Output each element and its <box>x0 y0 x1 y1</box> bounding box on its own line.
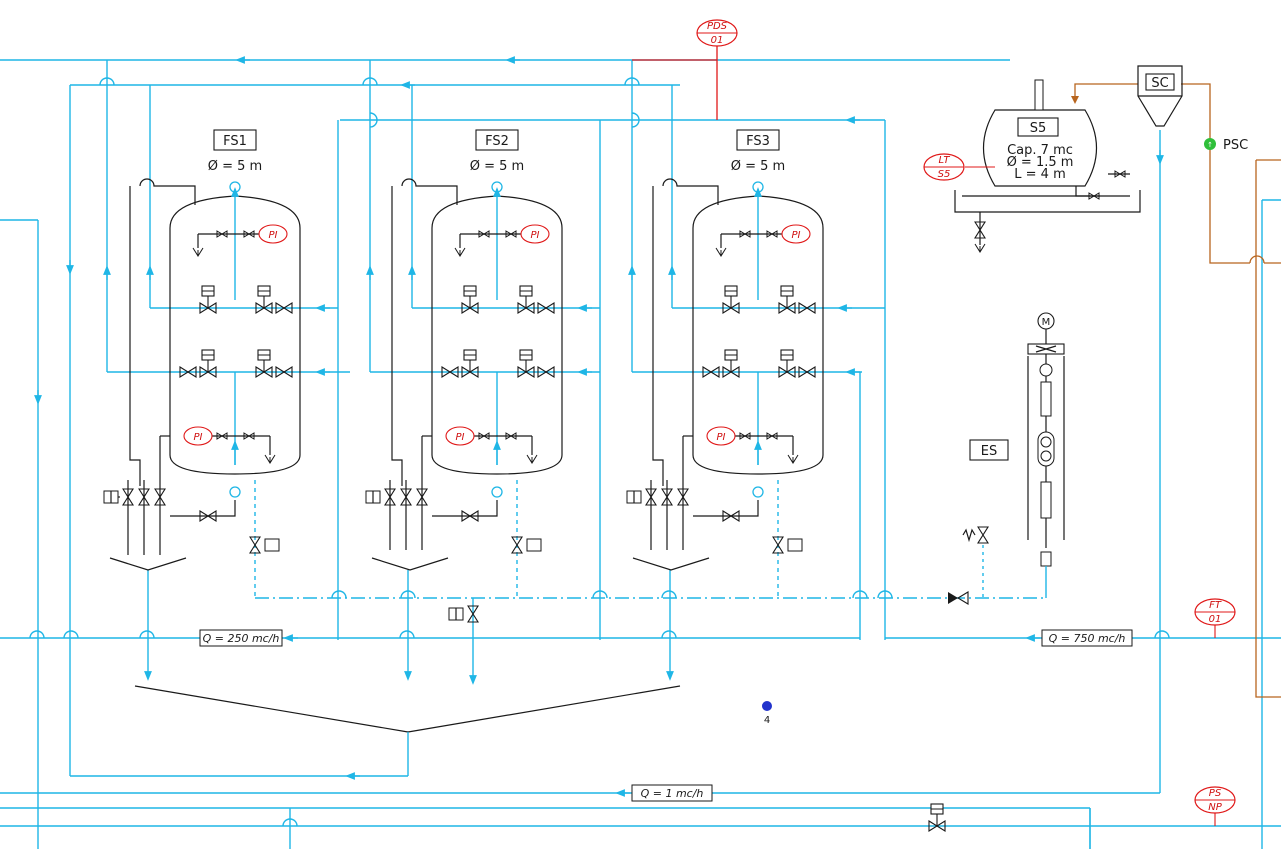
tank-s5[interactable]: S5 Cap. 7 mc Ø = 1.5 m L = 4 m <box>954 79 1141 253</box>
filter-tag: FS1 <box>223 134 247 149</box>
lt-tag: LT <box>938 155 950 166</box>
svg-text:Q = 1 mc/h: Q = 1 mc/h <box>641 787 704 800</box>
collector-drain-valve[interactable] <box>448 605 479 623</box>
psc-point[interactable]: ↑ PSC <box>1204 138 1248 153</box>
ft-number: 01 <box>1209 614 1222 625</box>
filter-diameter: Ø = 5 m <box>470 159 524 174</box>
lt-number: S5 <box>938 169 951 180</box>
tank-tag: S5 <box>1030 121 1047 136</box>
pi-top-label: PI <box>531 230 540 241</box>
pds-tubing <box>632 46 718 120</box>
pi-bottom-label: PI <box>194 432 203 443</box>
check-valve[interactable] <box>948 591 969 605</box>
ft-01-instrument[interactable]: FT 01 <box>1194 598 1236 638</box>
filter-diameter: Ø = 5 m <box>208 159 262 174</box>
pi-bottom-label: PI <box>456 432 465 443</box>
filter-fs2[interactable]: FS2 Ø = 5 m PI PI <box>365 129 563 598</box>
ps-np-instrument[interactable]: PS NP <box>1194 786 1236 826</box>
filter-fs3[interactable]: FS3 Ø = 5 m PI PI <box>626 129 824 598</box>
lt-s5-instrument[interactable]: LT S5 <box>923 153 995 181</box>
ps-tag: PS <box>1209 788 1222 799</box>
filter-fs1[interactable]: FS1 Ø = 5 m PI PI <box>103 129 301 598</box>
flow-label-750: Q = 750 mc/h <box>1041 629 1133 647</box>
ft-tag: FT <box>1209 600 1222 611</box>
tank-capacity: Cap. 7 mc <box>1007 143 1073 158</box>
pi-bottom-label: PI <box>717 432 726 443</box>
svg-text:Q = 250 mc/h: Q = 250 mc/h <box>203 632 280 645</box>
pi-top-label: PI <box>792 230 801 241</box>
psc-label: PSC <box>1223 138 1248 153</box>
ps-number: NP <box>1208 802 1222 813</box>
filter-diameter: Ø = 5 m <box>731 159 785 174</box>
sc-tag: SC <box>1151 76 1168 91</box>
flow-label-250: Q = 250 mc/h <box>199 629 298 647</box>
flow-label-1: Q = 1 mc/h <box>631 784 713 802</box>
tank-length: L = 4 m <box>1014 167 1065 182</box>
psc-marker-icon: ↑ <box>1207 141 1213 149</box>
svg-text:4: 4 <box>764 715 770 726</box>
motor-label: M <box>1042 317 1051 328</box>
relief-valve[interactable] <box>962 526 989 598</box>
sc-hopper[interactable]: SC <box>1137 65 1183 127</box>
pds-01-instrument[interactable]: PDS 01 <box>696 19 738 47</box>
filter-tag: FS3 <box>746 134 770 149</box>
point-marker-4[interactable]: 4 <box>762 701 772 726</box>
svg-text:Q = 750 mc/h: Q = 750 mc/h <box>1049 632 1126 645</box>
es-equipment[interactable]: ES M <box>969 312 1065 598</box>
es-tag: ES <box>981 444 997 459</box>
bottom-actuated-valve[interactable] <box>928 803 946 832</box>
pds-tag: PDS <box>707 21 728 32</box>
pds-number: 01 <box>711 35 724 46</box>
pi-top-label: PI <box>269 230 278 241</box>
filter-tag: FS2 <box>485 134 509 149</box>
tank-diameter: Ø = 1.5 m <box>1007 155 1074 170</box>
sludge-line <box>1071 83 1281 698</box>
